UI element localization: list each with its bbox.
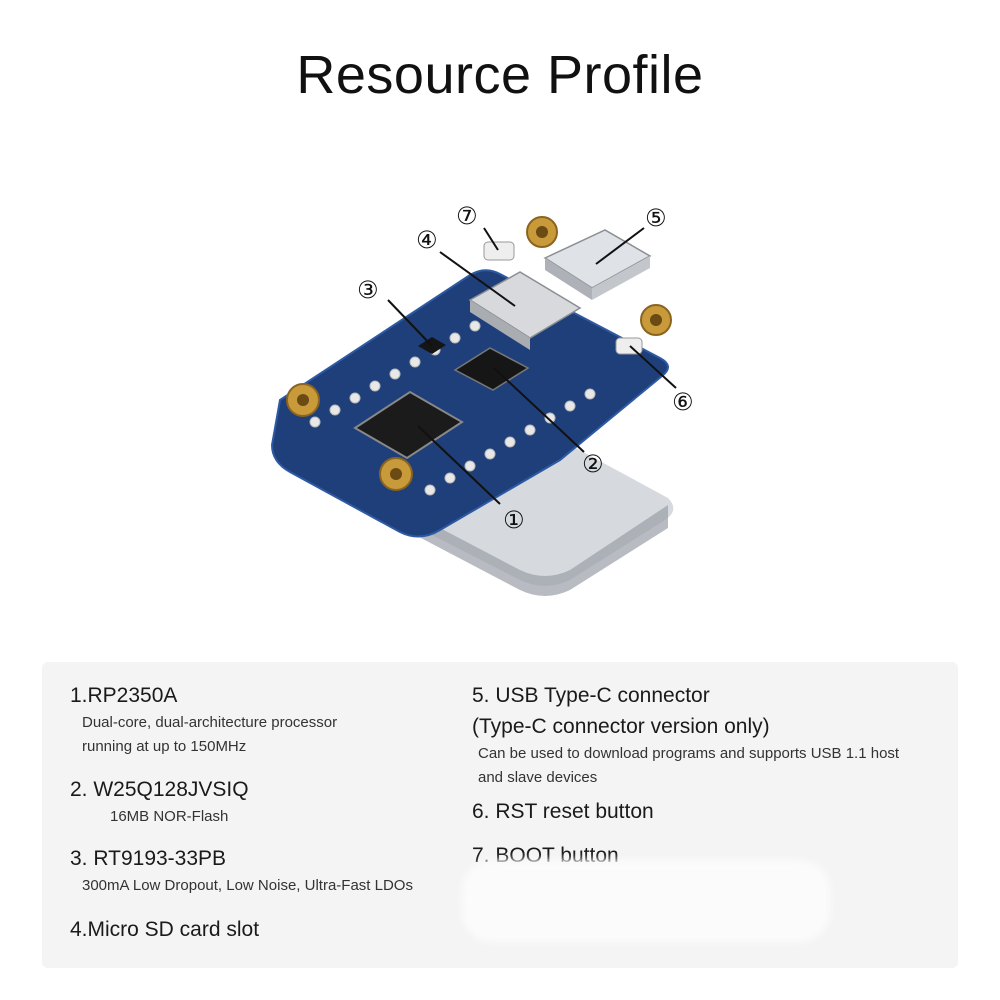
callout-5: ⑤ (645, 204, 667, 232)
feature-flash: 2. W25Q128JVSIQ 16MB NOR-Flash (70, 774, 249, 829)
feature-panel: 1.RP2350A Dual-core, dual-architecture p… (42, 662, 958, 968)
blurred-region (462, 860, 830, 942)
feature-name: 1.RP2350A (70, 684, 178, 707)
feature-sd-slot: 4.Micro SD card slot (70, 914, 259, 945)
feature-desc: and slave devices (478, 769, 598, 786)
feature-desc: Can be used to download programs and sup… (478, 745, 900, 762)
usb-type-c-connector (543, 229, 652, 300)
board-photo: ① ② ③ ④ ⑤ ⑥ ⑦ (270, 202, 694, 596)
page-title: Resource Profile (296, 45, 704, 105)
feature-desc: running at up to 150MHz (82, 738, 247, 755)
feature-desc: 16MB NOR-Flash (110, 808, 229, 825)
rst-button (615, 337, 643, 355)
feature-ldo: 3. RT9193-33PB 300mA Low Dropout, Low No… (70, 843, 413, 898)
sd-card-slot (468, 271, 582, 350)
callout-2: ② (582, 450, 604, 478)
callout-leaders (387, 227, 677, 505)
callout-1: ① (503, 506, 525, 534)
feature-rp2350a: 1.RP2350A Dual-core, dual-architecture p… (70, 680, 337, 759)
callout-4: ④ (416, 226, 438, 254)
feature-name: 5. USB Type-C connector (472, 684, 710, 707)
pcb-board (270, 269, 669, 538)
pin-header-holes (309, 320, 596, 496)
callout-7: ⑦ (456, 202, 478, 230)
feature-name: 3. RT9193-33PB (70, 847, 227, 870)
rp2350a-chip (353, 390, 464, 460)
feature-name: 4.Micro SD card slot (70, 918, 260, 941)
boot-button (483, 241, 515, 261)
feature-desc: Dual-core, dual-architecture processor (82, 714, 338, 731)
callout-3: ③ (357, 276, 379, 304)
flash-chip (453, 347, 530, 391)
callout-6: ⑥ (672, 388, 694, 416)
feature-name: 2. W25Q128JVSIQ (70, 778, 249, 801)
feature-name-note: (Type-C connector version only) (472, 715, 770, 738)
feature-desc: 300mA Low Dropout, Low Noise, Ultra-Fast… (82, 877, 413, 894)
feature-usb-c: 5. USB Type-C connector (Type-C connecto… (472, 680, 899, 790)
feature-name: 6. RST reset button (472, 800, 654, 823)
feature-rst: 6. RST reset button (472, 796, 654, 827)
